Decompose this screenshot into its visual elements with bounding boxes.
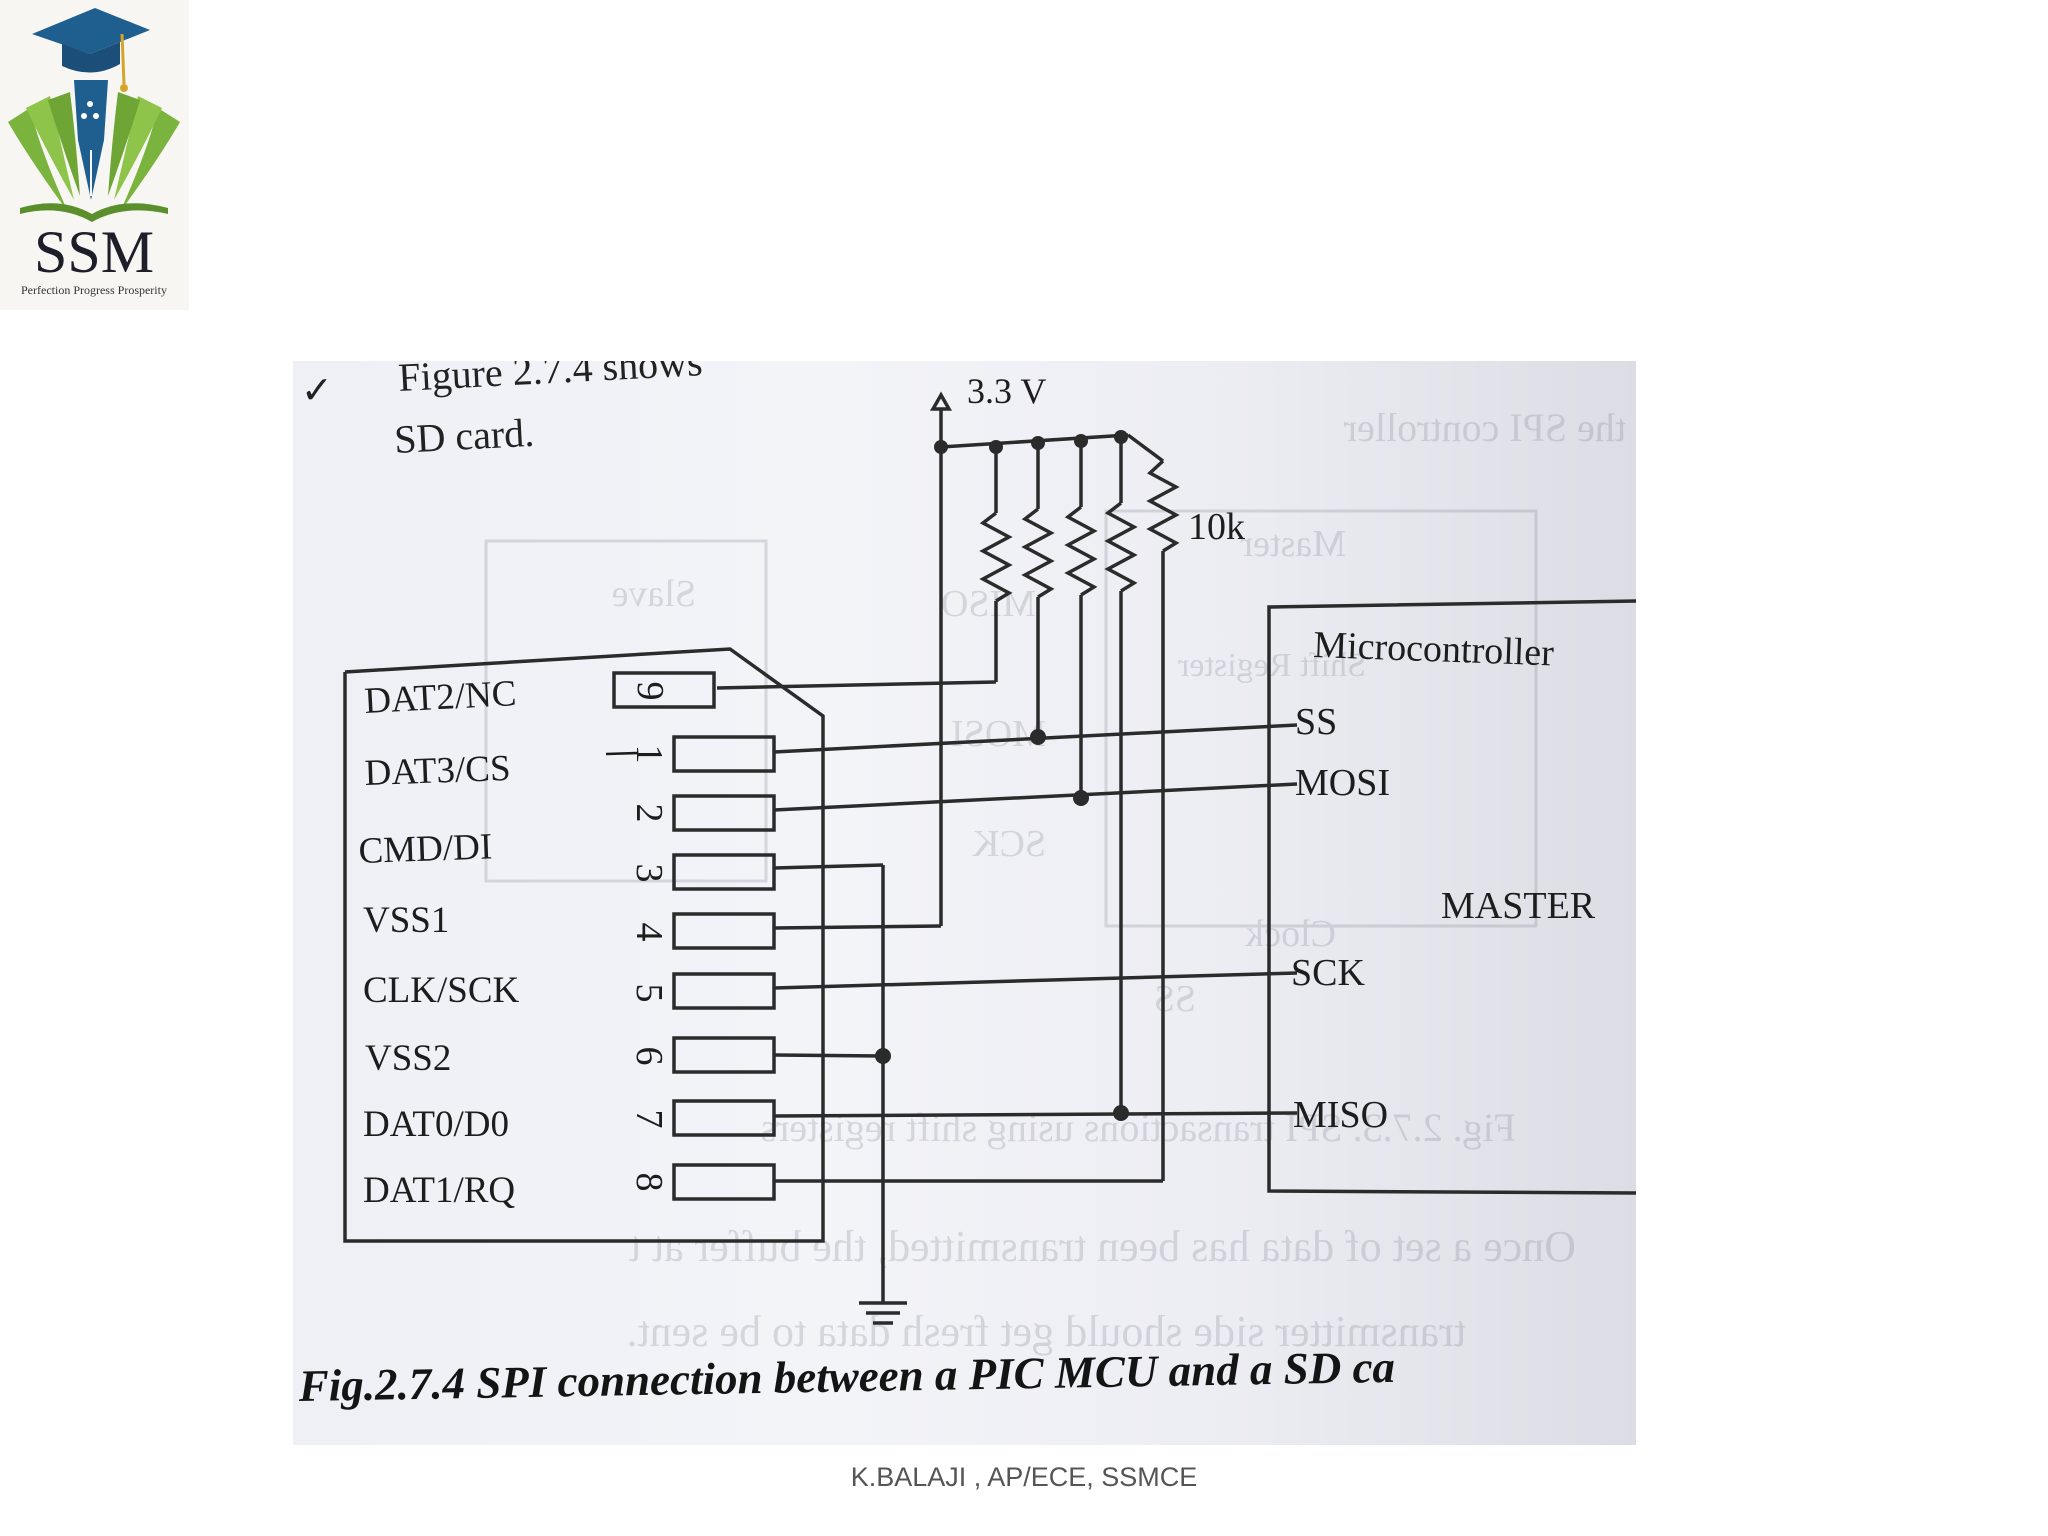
resistor-2-icon — [1021, 507, 1055, 599]
intro-line-1: Figure 2.7.4 shows — [397, 361, 703, 400]
ssm-logo: SSM Perfection Progress Prosperity — [0, 0, 189, 310]
logo-tagline: Perfection Progress Prosperity — [21, 283, 167, 297]
pen-nib-icon — [74, 80, 108, 200]
footer-credit: K.BALAJI , AP/ECE, SSMCE — [850, 1462, 1198, 1492]
pin-number: 6 — [628, 1047, 670, 1066]
junction-dots — [875, 430, 1129, 1121]
bleed-text-line1: Once a set of data has been transmitted,… — [629, 1222, 1576, 1271]
bleed-top-text: the SPI controller — [1344, 405, 1626, 450]
mcu-title: Microcontroller — [1313, 624, 1555, 674]
pin-number: 3 — [628, 864, 670, 883]
pin-pad — [672, 1036, 776, 1074]
figure-caption: Fig.2.7.4 SPI connection between a PIC M… — [297, 1342, 1395, 1411]
pin-name-dat3: DAT3/CS — [364, 748, 511, 794]
pin-number: 8 — [628, 1173, 670, 1192]
ssm-logo-graphic: SSM Perfection Progress Prosperity — [8, 8, 180, 297]
logo-text: SSM — [34, 219, 154, 285]
checkmark-icon: ✓ — [301, 370, 333, 412]
pin-pad — [672, 972, 776, 1010]
resistor-1-icon — [979, 511, 1013, 603]
pin-name-vss2: VSS2 — [365, 1038, 451, 1079]
pin-pad — [672, 853, 776, 891]
resistor-label: 10k — [1188, 506, 1245, 548]
bleed-text-line2: transmitter side should get fresh data t… — [627, 1307, 1466, 1356]
sd-card-outline — [343, 647, 825, 1243]
bleed-ss: SS — [1154, 978, 1196, 1020]
intro-line-2: SD card. — [393, 410, 535, 462]
pin-pad — [672, 912, 776, 950]
pin-number: 2 — [628, 804, 670, 823]
pin-pad — [672, 1099, 776, 1137]
bleed-miso: MISO — [941, 583, 1036, 625]
pin-pad — [672, 735, 776, 773]
bleed-slave: Slave — [612, 573, 696, 615]
bleed-fig-ref: Fig. 2.7.3. SPI transactions using shift… — [760, 1105, 1516, 1150]
spi-sd-schematic: Once a set of data has been transmitted,… — [297, 361, 1636, 1411]
pin-pad — [612, 671, 716, 709]
pin-pad — [672, 1163, 776, 1201]
pin-name-dat1: DAT1/RQ — [363, 1170, 515, 1211]
graduation-cap-icon — [32, 8, 150, 54]
mcu-pin-miso: MISO — [1293, 1094, 1388, 1136]
mcu-pin-mosi: MOSI — [1295, 762, 1390, 804]
pin-name-cmd: CMD/DI — [358, 826, 493, 872]
resistor-4-icon — [1104, 501, 1138, 593]
bleed-mosi: MOSI — [951, 713, 1046, 755]
ground-icon — [859, 1301, 907, 1325]
pin-number: 1 — [628, 745, 670, 764]
bleed-shift-register: Shift Register — [1177, 647, 1366, 684]
bleed-master: Master — [1240, 523, 1346, 565]
pin-pad — [672, 794, 776, 832]
bleed-sck: SCK — [972, 823, 1046, 865]
leaf-icon — [8, 108, 68, 212]
mcu-role: MASTER — [1441, 885, 1596, 927]
supply-label: 3.3 V — [967, 371, 1046, 411]
pin-number: 5 — [628, 984, 670, 1003]
microcontroller-box — [1267, 599, 1636, 1195]
figure-photo: Once a set of data has been transmitted,… — [293, 361, 1636, 1445]
pin-number: 4 — [628, 923, 670, 942]
bleed-clock: Clock — [1245, 913, 1336, 955]
pin-name-vss1: VSS1 — [363, 900, 449, 941]
resistor-5-icon — [1146, 459, 1180, 553]
pin-number: 7 — [628, 1110, 670, 1129]
pin-name-clk: CLK/SCK — [363, 970, 520, 1011]
pin-name-dat2: DAT2/NC — [363, 673, 517, 722]
resistor-3-icon — [1064, 505, 1098, 597]
pin-name-dat0: DAT0/D0 — [363, 1104, 509, 1145]
mcu-pin-ss: SS — [1295, 701, 1337, 743]
vcc-arrow-icon — [929, 391, 953, 411]
mcu-pin-sck: SCK — [1291, 952, 1365, 994]
pin-number: 9 — [629, 682, 671, 701]
